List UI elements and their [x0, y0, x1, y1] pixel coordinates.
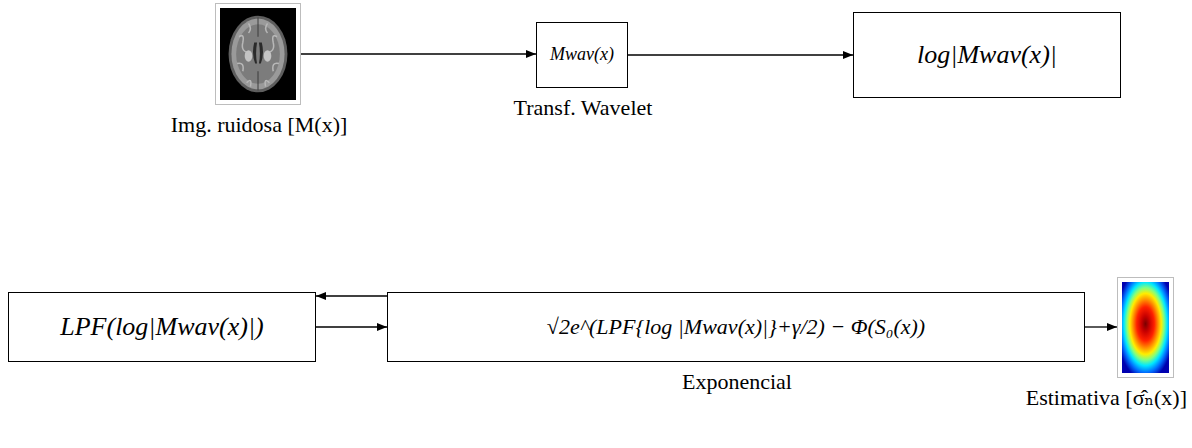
process-box: log|Mwav(x)| — [853, 12, 1121, 98]
input-image: Img. ruidosa [M(x)] — [215, 3, 301, 105]
noise-map-image — [1122, 282, 1169, 373]
box-label: Mwav(x) — [550, 45, 614, 65]
flow-arrow — [316, 326, 387, 327]
process-box: LPF(log|Mwav(x)|) — [8, 292, 316, 362]
process-box: Mwav(x)Transf. Wavelet — [536, 22, 628, 88]
flow-arrow — [628, 54, 853, 55]
brain-mri-image — [220, 8, 296, 100]
box-label: log|Mwav(x)| — [917, 41, 1057, 70]
process-box: √2e^(LPF{log |Mwav(x)|}+γ/2) − Φ(S₀(x))E… — [387, 292, 1085, 362]
box-label: LPF(log|Mwav(x)|) — [60, 313, 263, 342]
caption-text: Img. ruidosa [M(x)] — [171, 112, 348, 137]
output-image: Estimativa [σ̂ₙ(x)] — [1117, 277, 1174, 378]
flow-arrow — [301, 53, 536, 54]
flow-arrow — [1085, 326, 1117, 327]
caption-text: Estimativa [σ̂ₙ(x)] — [1026, 385, 1187, 410]
box-label: √2e^(LPF{log |Mwav(x)|}+γ/2) − Φ(S₀(x)) — [547, 315, 925, 339]
caption-text: Exponencial — [682, 369, 792, 394]
caption-text: Transf. Wavelet — [514, 95, 653, 120]
